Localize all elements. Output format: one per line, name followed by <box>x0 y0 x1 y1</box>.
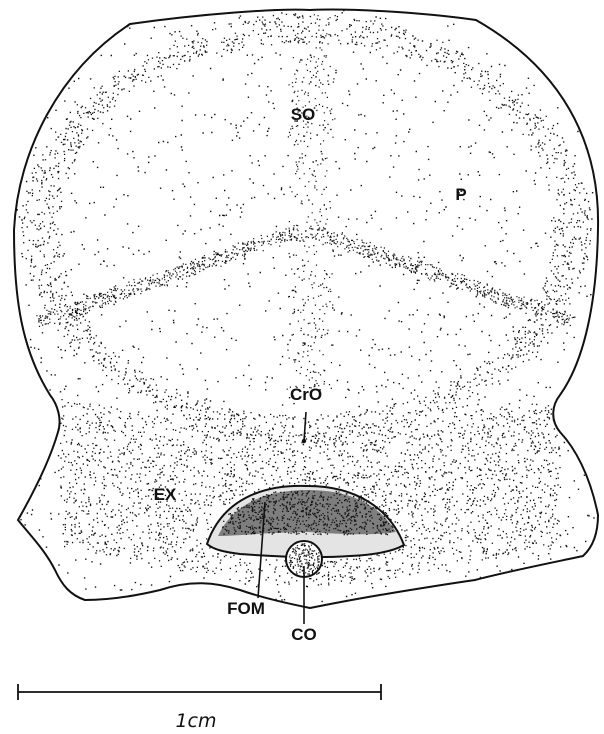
label-so: SO <box>291 105 316 124</box>
label-co: CO <box>291 625 317 644</box>
label-ex: EX <box>154 485 177 504</box>
scale-bar-label: 1cm <box>175 710 216 732</box>
label-p: P <box>455 185 466 204</box>
label-cro: CrO <box>290 385 322 404</box>
label-fom: FOM <box>227 599 265 618</box>
leader-dot-cro <box>302 439 306 443</box>
scale-bar: 1cm <box>18 684 381 732</box>
